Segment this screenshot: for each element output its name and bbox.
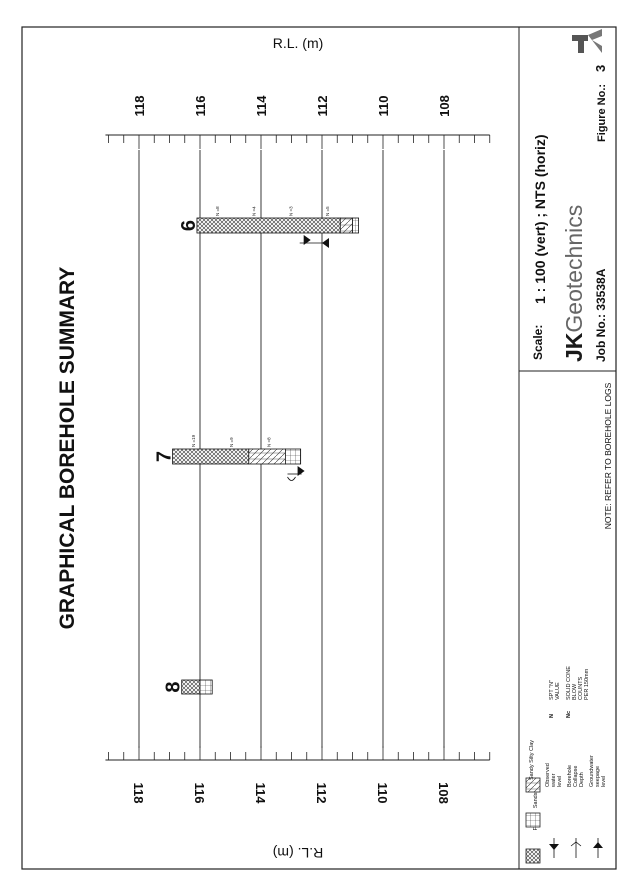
borehole-6: 6 N =8 N =4 N =3 N =5 (178, 206, 359, 248)
groundwater-seepage-icon (593, 838, 603, 858)
borehole-layer (196, 217, 341, 234)
borehole-collapse-icon (287, 476, 296, 481)
borehole-id-label: 7 (154, 451, 176, 462)
borehole-id-label: 6 (178, 220, 200, 231)
rl-tick-label-top: 108 (437, 95, 452, 117)
legend-code-label: COUNTS (578, 676, 584, 700)
company-prefix: JK (561, 332, 587, 362)
rl-tick-label-bottom: 116 (192, 783, 207, 804)
rl-tick-marks (105, 134, 491, 761)
borehole-id-label: 8 (163, 681, 185, 692)
legend-symbol-label: water (551, 773, 557, 788)
sheet-border (21, 26, 617, 870)
rl-tick-label-bottom: 118 (131, 783, 146, 804)
scale-value: 1 : 100 (vert) ; NTS (horiz) (532, 134, 548, 304)
borehole-layer (352, 217, 359, 234)
company-suffix: Geotechnics (561, 205, 587, 333)
borehole-layer (199, 679, 213, 695)
job-number: Job No.: 33538A (594, 268, 608, 362)
legend-sandstone-swatch (525, 812, 541, 828)
legend-symbol-label: Groundwater (589, 755, 595, 787)
groundwater-seepage-icon (322, 238, 329, 248)
company-name: JKGeotechnics (561, 205, 587, 362)
figure-label: Figure No.: (596, 84, 608, 142)
note-text: NOTE: REFER TO BOREHOLE LOGS (603, 382, 613, 529)
rl-tick-label-bottom: 114 (253, 783, 268, 805)
spt-value-label: N =8 (215, 206, 220, 216)
rl-tick-label-bottom: 112 (314, 783, 329, 804)
legend-material-label: Sandstone (533, 782, 539, 808)
rl-tick-label-top: 118 (132, 96, 147, 117)
spt-value-label: N =9 (229, 437, 234, 447)
drawing-title: GRAPHICAL BOREHOLE SUMMARY (56, 267, 79, 630)
borehole-layer (339, 217, 353, 234)
spt-value-label: N =5 (325, 206, 330, 216)
axis-label-bottom: R.L. (m) (273, 845, 324, 861)
legend-symbol-label: Borehole (567, 765, 573, 787)
spt-value-label: N =4 (252, 206, 257, 216)
legend-symbol-label: seepage (595, 766, 601, 787)
legend-symbol-label: level (557, 776, 563, 787)
observed-water-level-icon (303, 235, 311, 245)
legend-code-label: SOLID CONE (566, 666, 572, 700)
rl-tick-label-bottom: 110 (375, 783, 390, 804)
legend-code-label: BLOW (572, 683, 578, 700)
rl-tick-label-top: 110 (376, 96, 391, 117)
spt-value-label: N =19 (191, 434, 196, 447)
borehole-collapse-icon (570, 838, 582, 858)
borehole-8: 8 (163, 679, 213, 695)
borehole-7: 7 N =19 N =9 N =8 (154, 434, 305, 481)
legend-code-label: SPT "N" (549, 680, 555, 700)
observed-water-level-icon (297, 466, 305, 476)
legend-code: Nc (566, 711, 572, 718)
rl-tick-labels: 118 118 116 116 114 114 112 112 110 110 108 108 (131, 95, 452, 805)
legend: Fill Sandstone Sandy Silty Clay Observed… (525, 666, 607, 864)
spt-value-label: N =3 (288, 206, 293, 216)
rl-tick-label-top: 112 (315, 96, 330, 117)
legend-symbol-label: Observed (545, 763, 551, 787)
borehole-columns: 8 7 N =19 N =9 N =8 6 N =8 N =4 N =3 N =5 (154, 206, 359, 695)
legend-symbol-label: level (601, 776, 607, 787)
borehole-layer (172, 448, 250, 465)
borehole-layer (248, 448, 286, 465)
legend-symbol-label: Collapse (573, 766, 579, 787)
legend-clay-swatch (525, 777, 541, 793)
spt-value-label: N =8 (267, 437, 272, 447)
jk-logo-icon (572, 29, 602, 53)
axis-label-top: R.L. (m) (273, 35, 324, 51)
observed-water-level-icon (549, 838, 559, 858)
rl-tick-label-top: 114 (254, 95, 269, 117)
borehole-layer (284, 448, 302, 465)
rl-tick-label-top: 116 (193, 96, 208, 117)
figure-number: 3 (593, 65, 608, 72)
svg-text:JKGeotechnics: JKGeotechnics (561, 205, 587, 362)
legend-fill-swatch (525, 848, 541, 864)
legend-code-label: PER 150mm (584, 668, 590, 700)
legend-material-label: Sandy Silty Clay (529, 740, 535, 780)
scale-label: Scale: (531, 325, 545, 360)
legend-code: N (549, 714, 555, 718)
legend-symbol-label: Depth (579, 772, 585, 787)
rl-tick-label-bottom: 108 (436, 782, 451, 804)
legend-code-label: VALUE (555, 682, 561, 700)
